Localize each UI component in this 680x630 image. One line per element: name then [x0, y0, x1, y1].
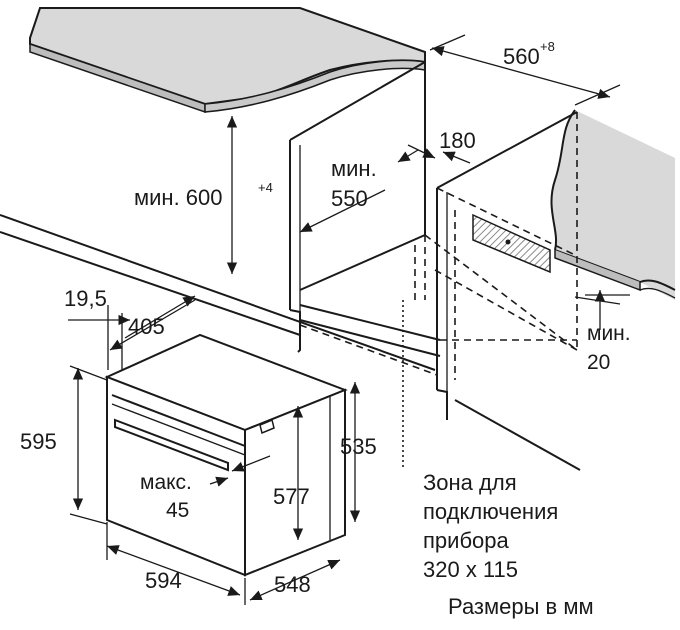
label-height-535: 535: [340, 434, 377, 459]
label-zone-line1: Зона для: [423, 470, 517, 495]
label-side-min-line1: мин.: [587, 322, 631, 345]
label-side-min-line2: 20: [587, 351, 610, 374]
label-height-577: 577: [273, 484, 310, 509]
dimension-lines: [68, 34, 630, 605]
label-width-niche: 560: [503, 44, 540, 69]
label-zone-line2: подключения: [423, 499, 558, 524]
label-max-line1: макс.: [140, 471, 192, 494]
label-rear-gap: 180: [439, 128, 476, 153]
label-height-min-tolerance: +4: [258, 180, 273, 195]
countertop-right: [550, 109, 676, 300]
label-depth-548: 548: [274, 572, 311, 597]
label-depth-min-line1: мин.: [331, 156, 377, 181]
label-inner-405: 405: [128, 314, 165, 339]
connection-zone-box: [472, 213, 551, 274]
label-offset: 19,5: [64, 286, 107, 311]
label-width-niche-tolerance: +8: [540, 39, 555, 54]
label-depth-min-line2: 550: [331, 186, 368, 211]
label-max-line2: 45: [166, 499, 189, 522]
oven: [104, 333, 348, 577]
label-width-594: 594: [145, 568, 182, 593]
label-zone-line3: прибора: [423, 528, 510, 553]
label-height-min: мин. 600: [134, 185, 223, 210]
label-zone-line4: 320 x 115: [423, 557, 518, 582]
label-height-595: 595: [20, 429, 57, 454]
label-units-note: Размеры в мм: [448, 594, 594, 619]
cabinet-structure: [0, 61, 581, 471]
